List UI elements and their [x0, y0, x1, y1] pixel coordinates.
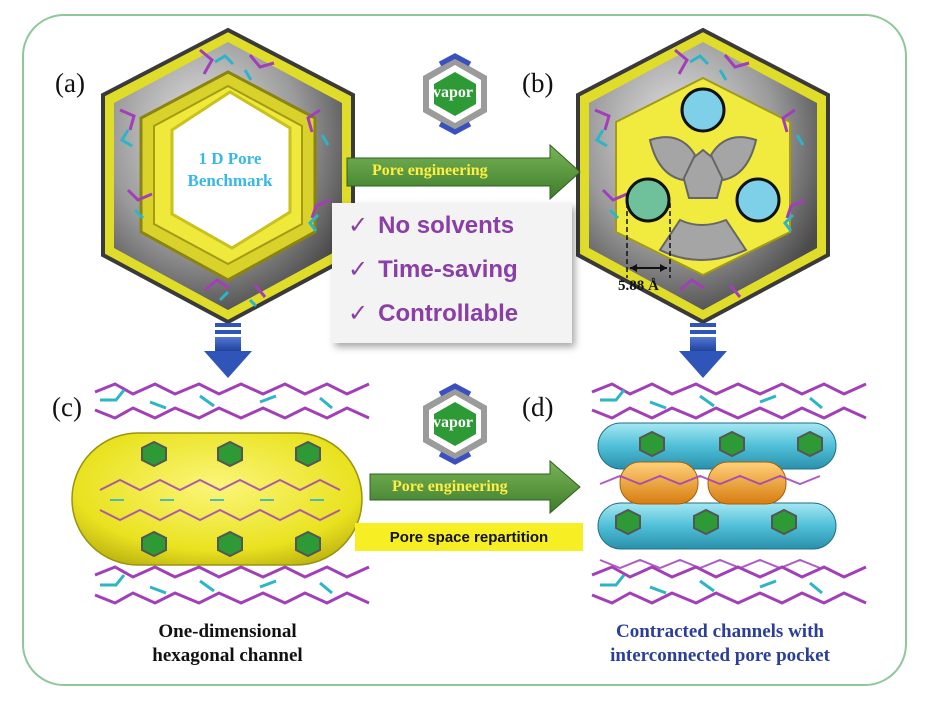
- benefits-box: ✓ No solvents ✓ Time-saving ✓ Controllable: [332, 203, 572, 343]
- panel-a-pore-structure: [101, 27, 355, 325]
- panel-label-c: (c): [52, 392, 82, 422]
- benefit-label: No solvents: [378, 212, 515, 239]
- caption-c-line2: hexagonal channel: [152, 645, 303, 666]
- pore-label-line2: Benchmark: [187, 171, 273, 190]
- panel-label-b: (b): [522, 68, 554, 98]
- figure-frame: [22, 14, 907, 686]
- pore-engineering-label-bottom: Pore engineering: [392, 478, 508, 495]
- pore-space-repartition-tag: Pore space repartition: [355, 523, 583, 551]
- vapor-badge-bottom: [423, 383, 487, 465]
- process-arrow-top: [346, 143, 581, 201]
- benefit-label: Time-saving: [378, 256, 518, 283]
- panel-c-framework: [71, 382, 370, 605]
- vapor-badge-top: [423, 53, 487, 135]
- down-arrow-left: [204, 323, 252, 378]
- caption-panel-c: One-dimensional hexagonal channel: [95, 620, 360, 668]
- down-arrow-right: [679, 323, 727, 378]
- caption-d-line1: Contracted channels with: [616, 621, 824, 642]
- benefit-controllable: ✓ Controllable: [348, 299, 518, 328]
- panel-label-d: (d): [522, 392, 554, 422]
- pore-benchmark-label: 1 D Pore Benchmark: [150, 148, 310, 192]
- checkmark-icon: ✓: [348, 212, 369, 239]
- pore-engineering-label-top: Pore engineering: [372, 162, 488, 179]
- checkmark-icon: ✓: [348, 300, 369, 327]
- pore-pocket-measurement: 5.88 Å: [618, 278, 659, 294]
- vapor-label-top: vapor: [433, 84, 473, 101]
- caption-d-line2: interconnected pore pocket: [610, 645, 830, 666]
- pore-label-line1: 1 D Pore: [198, 149, 262, 168]
- process-arrow-bottom: [369, 459, 581, 515]
- panel-label-a: (a): [55, 68, 85, 98]
- benefit-no-solvents: ✓ No solvents: [348, 211, 514, 240]
- panel-b-pore-structure: [576, 27, 830, 325]
- caption-panel-d: Contracted channels with interconnected …: [575, 620, 865, 668]
- panel-d-framework: [591, 382, 867, 605]
- vapor-label-bottom: vapor: [433, 414, 473, 431]
- checkmark-icon: ✓: [348, 256, 369, 283]
- benefit-time-saving: ✓ Time-saving: [348, 255, 518, 284]
- caption-c-line1: One-dimensional: [158, 621, 297, 642]
- benefit-label: Controllable: [378, 300, 519, 327]
